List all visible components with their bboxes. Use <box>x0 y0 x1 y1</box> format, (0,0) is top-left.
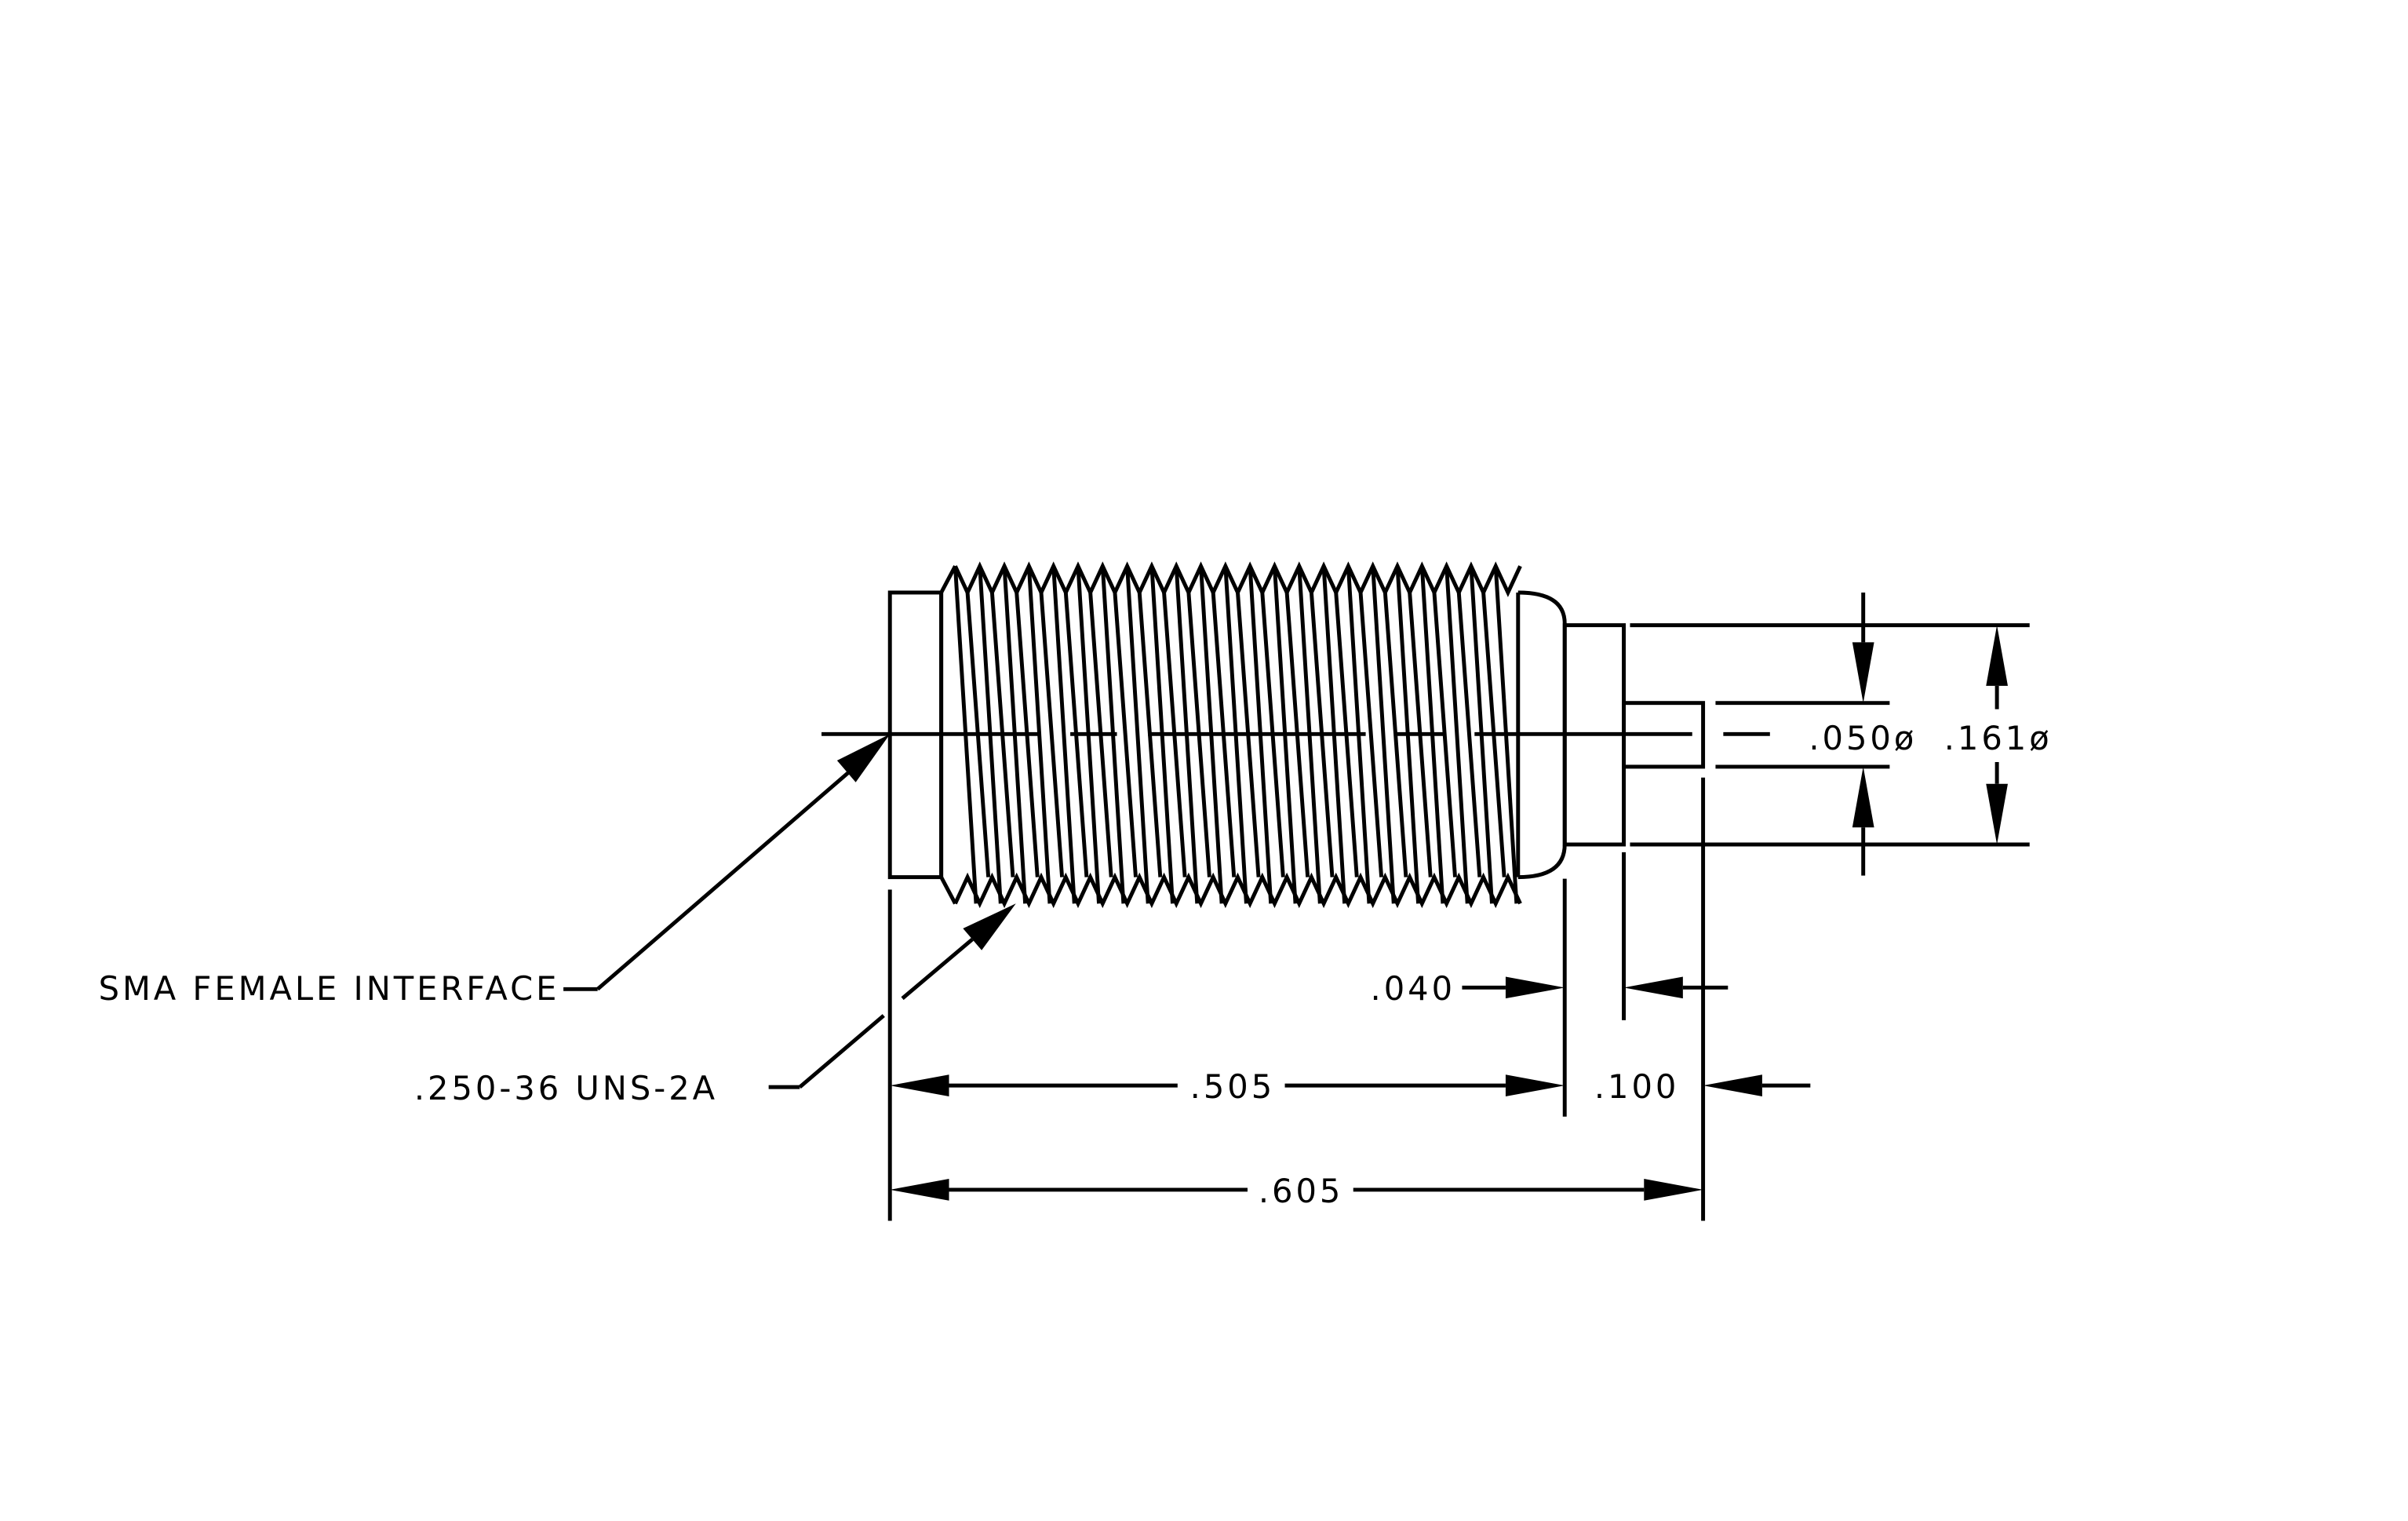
thread-flank-line <box>1039 592 1065 877</box>
pin-diameter-label: .050ø <box>1809 719 1917 757</box>
body-diameter-label: .161ø <box>1944 719 2053 757</box>
thread-crest-top <box>953 561 1522 597</box>
body-diameter-dimension: .161ø <box>1630 623 2053 847</box>
thread-flank-line <box>1026 566 1052 904</box>
overall-length-label: .605 <box>1259 1172 1344 1210</box>
pin-length-dimension: .100 <box>1594 1067 1811 1106</box>
interface-callout: SMA FEMALE INTERFACE <box>99 734 891 1008</box>
thread-callout-label: .250-36 UNS-2A <box>414 1069 718 1107</box>
thread-flank-line <box>1358 592 1384 877</box>
interface-callout-label: SMA FEMALE INTERFACE <box>99 969 560 1008</box>
thread-flank-line <box>1113 592 1138 877</box>
flange-length-label: .040 <box>1371 969 1456 1008</box>
thread-flank-line <box>1051 566 1076 904</box>
thread-flank-line <box>1444 566 1470 904</box>
thread-callout: .250-36 UNS-2A <box>414 903 1016 1107</box>
thread-flank-line <box>1371 566 1396 904</box>
pin-diameter-dimension: .050ø <box>1715 592 1917 876</box>
thread-length-label: .505 <box>1190 1067 1276 1106</box>
thread-flank-line <box>1383 592 1408 877</box>
thread-length-dimension: .505 <box>890 1067 1565 1106</box>
thread-flank-line <box>1432 592 1457 877</box>
extension-lines <box>887 777 1706 1221</box>
thread-flank-line <box>1125 566 1150 904</box>
thread-flank-line <box>1456 592 1482 877</box>
thread-crest-bottom <box>953 872 1522 909</box>
flange-length-dimension: .040 <box>1371 969 1729 1008</box>
pin-length-label: .100 <box>1594 1067 1679 1106</box>
overall-length-dimension: .605 <box>890 1172 1703 1210</box>
